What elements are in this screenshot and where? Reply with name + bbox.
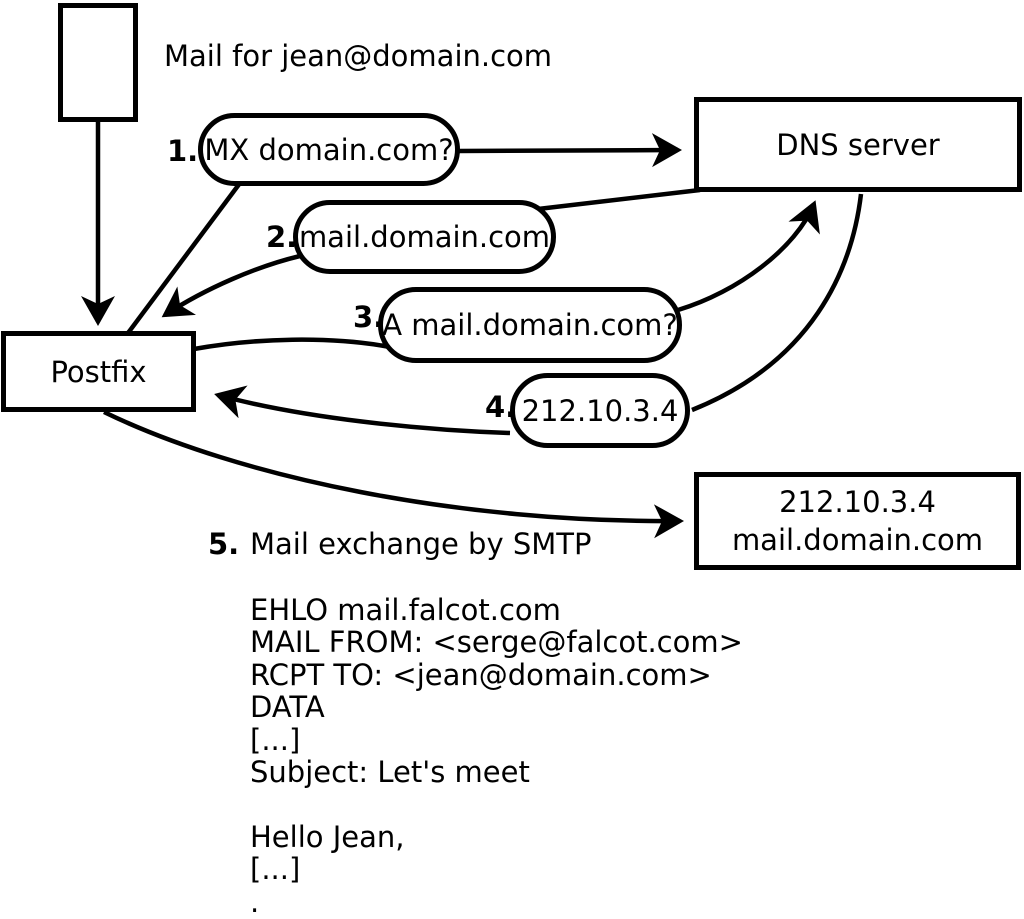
smtp-line-subject: Subject: Let's meet [250, 755, 530, 790]
line-postfix-to-mx-query [126, 181, 242, 335]
step-number-5: 5. [208, 527, 240, 561]
line-dns-to-mx-answer [537, 187, 701, 212]
smtp-line-hello: Hello Jean, [250, 819, 405, 854]
step-number-4: 4. [485, 390, 517, 424]
smtp-line-mail-from: MAIL FROM: <serge@falcot.com> [250, 625, 743, 660]
postfix-box: Postfix [1, 331, 196, 412]
line-dns-to-a-answer [691, 193, 864, 413]
arrow-mx-query-to-dns [457, 133, 682, 168]
mail-message-box [58, 3, 138, 122]
destination-host-label: mail.domain.com [731, 523, 984, 557]
arrow-smtp-exchange-to-destination [103, 409, 684, 539]
pill-mx-query: MX domain.com? [198, 113, 460, 186]
step-number-2: 2. [266, 220, 298, 254]
pill-mx-answer: mail.domain.com [293, 200, 556, 274]
pill-a-query-label: A mail.domain.com? [382, 308, 678, 342]
arrow-a-answer-to-postfix [214, 385, 511, 436]
postfix-label: Postfix [50, 354, 147, 389]
dns-server-label: DNS server [776, 127, 940, 162]
pill-a-query: A mail.domain.com? [378, 287, 682, 363]
pill-a-answer-label: 212.10.3.4 [521, 393, 679, 428]
smtp-line-rcpt-to: RCPT TO: <jean@domain.com> [250, 657, 712, 692]
arrow-mx-answer-to-postfix [161, 253, 301, 318]
pill-mx-query-label: MX domain.com? [204, 132, 454, 167]
pill-a-answer: 212.10.3.4 [510, 373, 690, 448]
dns-server-box: DNS server [694, 97, 1022, 192]
step-number-3: 3. [353, 300, 385, 334]
step-number-1: 1. [167, 134, 199, 168]
smtp-line-end-dot: . [250, 884, 260, 919]
smtp-transcript: EHLO mail.falcot.com MAIL FROM: <serge@f… [250, 594, 743, 918]
smtp-line-ellipsis-2: [...] [250, 852, 301, 887]
pill-mx-answer-label: mail.domain.com [298, 220, 551, 254]
smtp-line-data: DATA [250, 690, 325, 725]
destination-ip-label: 212.10.3.4 [779, 485, 936, 519]
smtp-line-ehlo: EHLO mail.falcot.com [250, 593, 561, 627]
smtp-line-blank [250, 788, 743, 820]
arrow-a-query-to-dns [677, 200, 820, 313]
destination-server-box: 212.10.3.4 mail.domain.com [694, 472, 1021, 570]
mail-label: Mail for jean@domain.com [164, 39, 553, 73]
smtp-line-ellipsis-1: [...] [250, 722, 301, 757]
line-postfix-to-a-query [193, 337, 391, 352]
smtp-exchange-label: Mail exchange by SMTP [250, 527, 592, 561]
